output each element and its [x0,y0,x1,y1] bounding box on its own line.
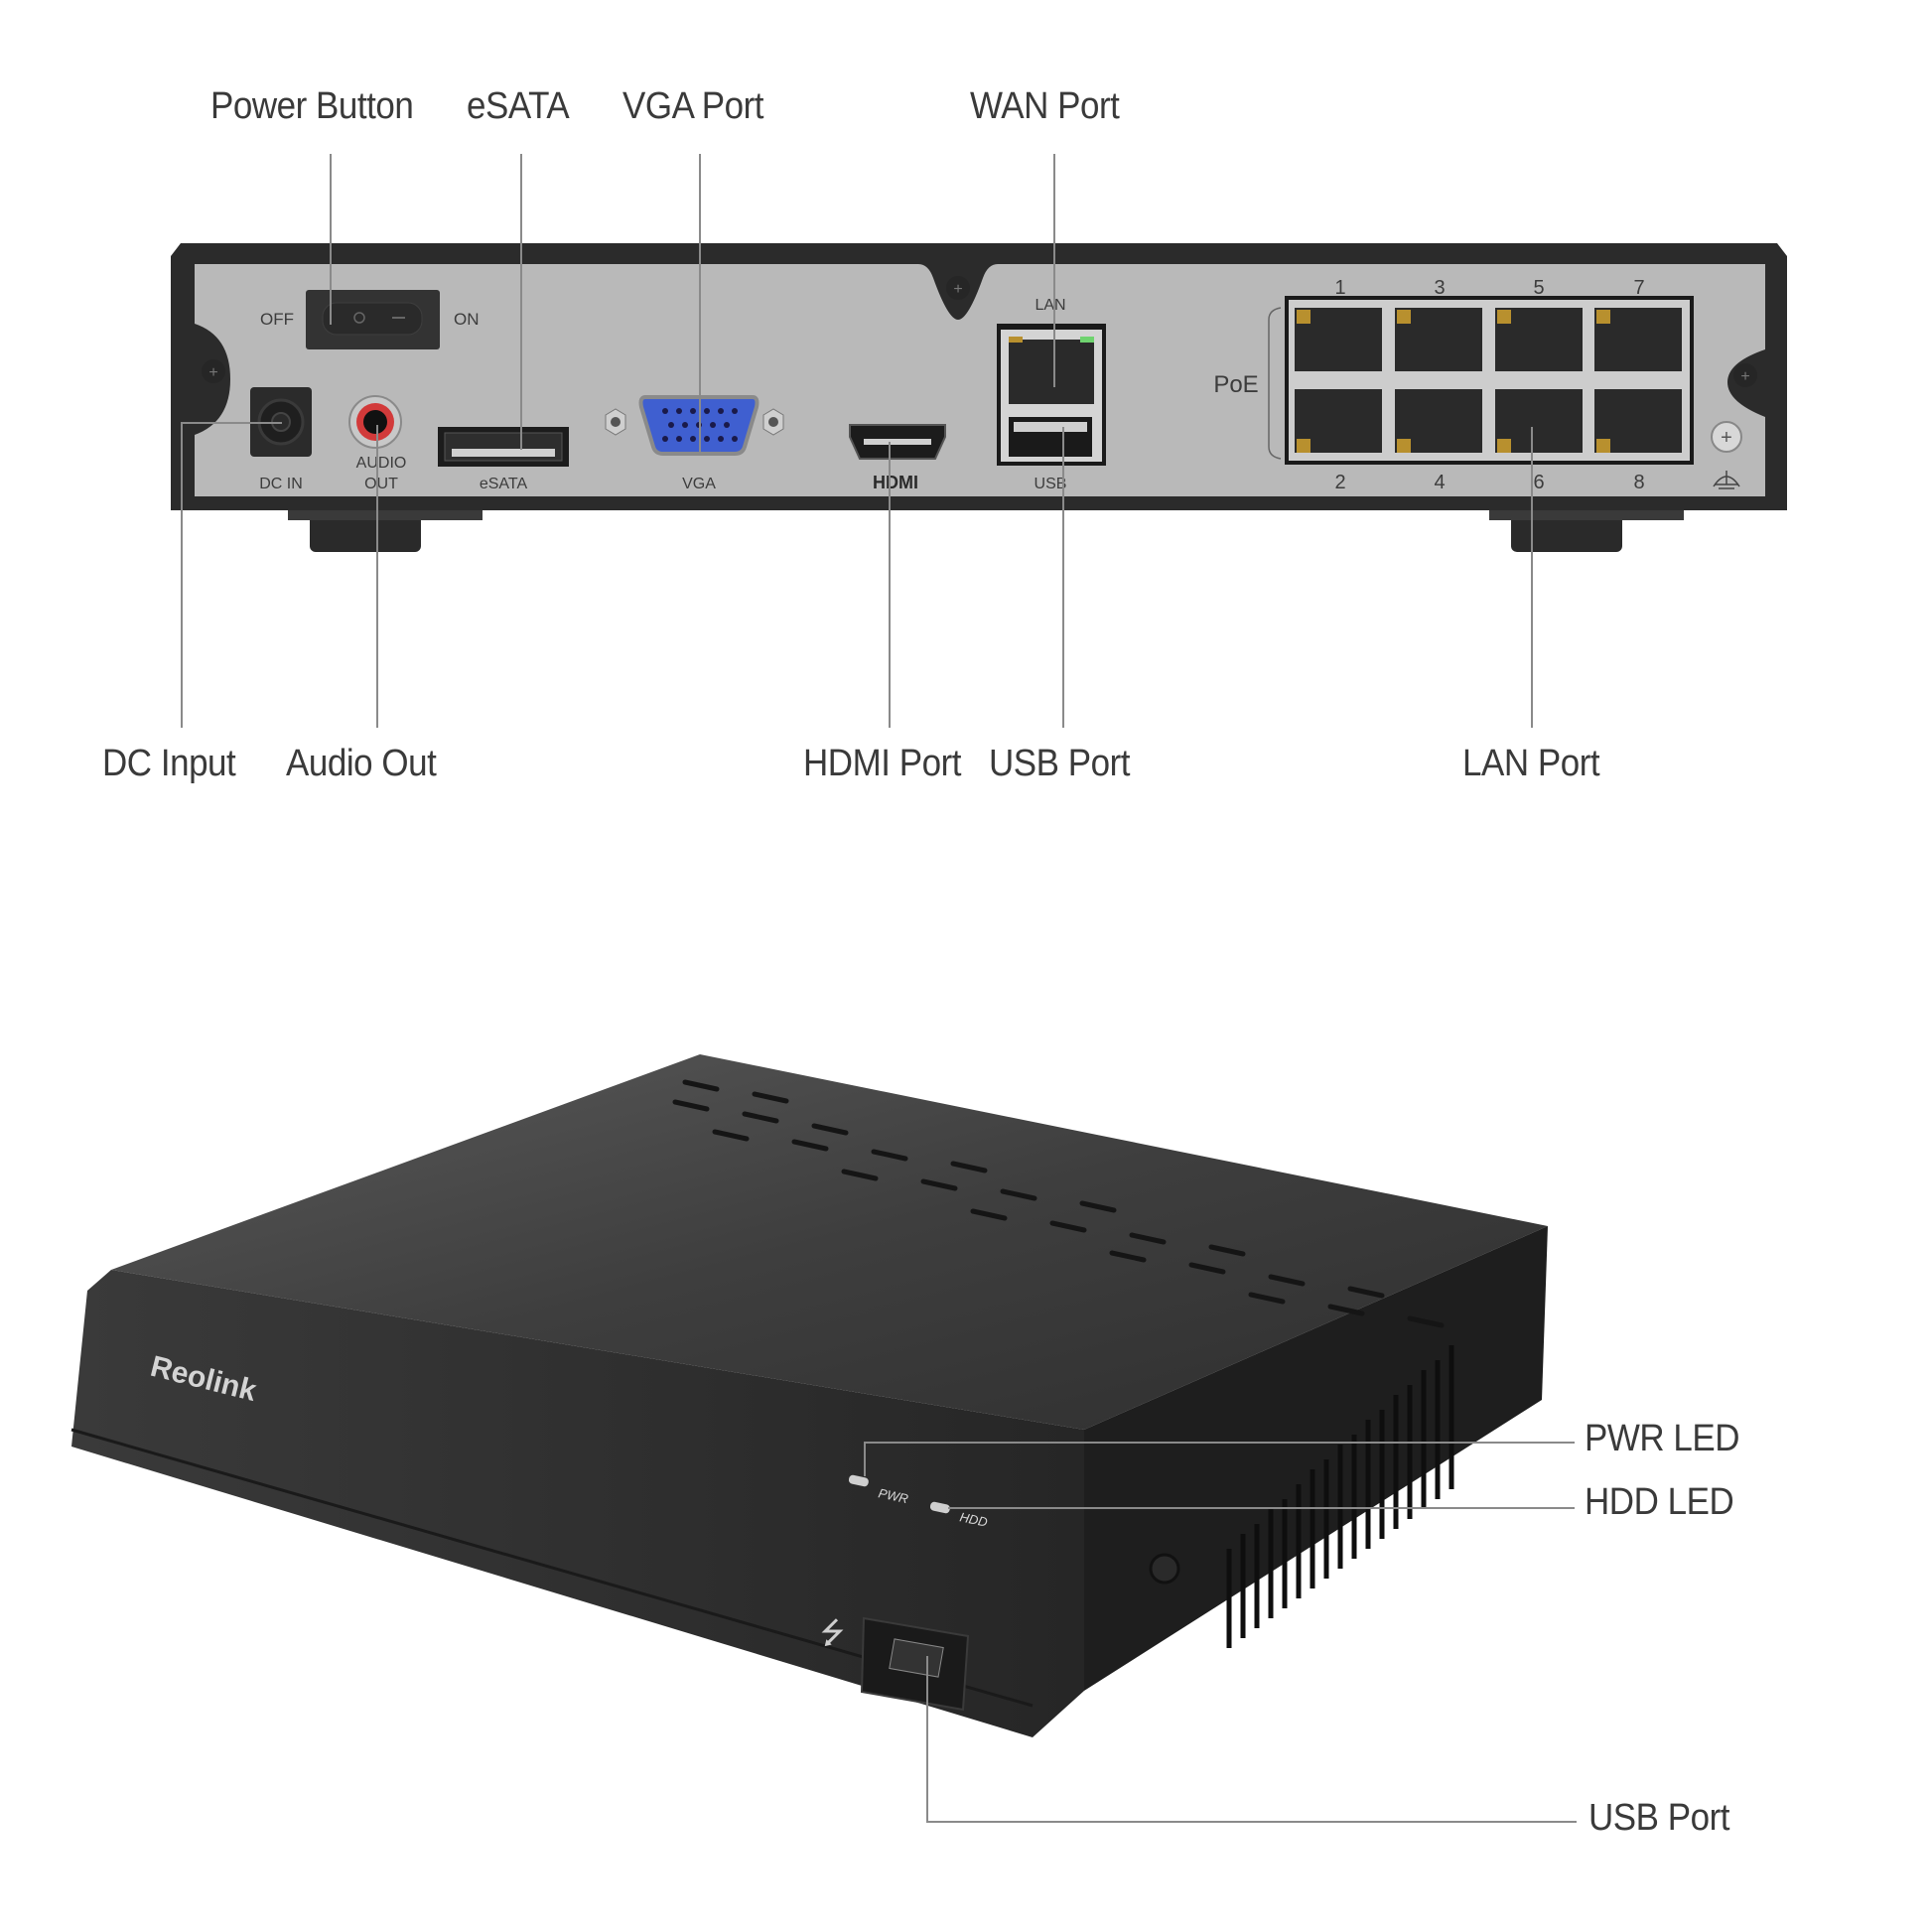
wan-led-green [1080,337,1094,343]
svg-text:+: + [953,281,962,298]
hdd-led-label: HDD [958,1509,989,1530]
wan-led-amber [1009,337,1023,343]
ground-icon [1713,471,1740,489]
dc-input-leader [181,422,183,728]
callout-hdd-led: HDD LED [1585,1481,1734,1523]
vga-leader [699,154,701,452]
screw-icon [946,276,970,300]
power-button-leader [330,154,332,325]
poe-num-7: 7 [1633,277,1644,299]
ground-screw [1711,421,1742,453]
lan-label: LAN [1035,297,1065,314]
callout-vga-port: VGA Port [622,85,764,127]
device-side [1084,1226,1548,1691]
hdmi-leader [889,442,891,728]
vga-label: VGA [682,476,716,492]
poe-num-3: 3 [1434,277,1445,299]
callout-power-button: Power Button [210,85,414,127]
hdd-led [929,1501,950,1514]
screw-icon [1733,363,1757,387]
callout-wan-port: WAN Port [970,85,1120,127]
side-screw [1149,1553,1180,1585]
usb-label: USB [1035,476,1067,492]
svg-text:+: + [208,364,217,381]
poe-label: PoE [1213,371,1258,398]
callout-hdmi-port: HDMI Port [803,743,962,784]
callout-dc-input: DC Input [102,743,236,784]
switch-on-label: ON [454,310,480,329]
svg-text:+: + [1721,427,1732,449]
device-front [71,1270,1084,1737]
hdmi-label: HDMI [873,473,918,492]
poe-num-6: 6 [1533,472,1544,493]
callout-esata: eSATA [467,85,570,127]
poe-num-2: 2 [1334,472,1345,493]
poe-num-5: 5 [1533,277,1544,299]
wan-port[interactable] [1009,340,1094,404]
esata-leader [520,154,522,450]
wan-leader [1053,154,1055,387]
audio-label-line1: AUDIO [356,455,407,472]
lan-leader [1531,427,1533,728]
callout-lan-port: LAN Port [1462,743,1600,784]
svg-text:+: + [1740,368,1749,385]
pwr-led [848,1474,869,1487]
screw-icon [202,359,225,383]
poe-num-8: 8 [1633,472,1644,493]
audio-out-leader [376,425,378,728]
pwr-led-leader [864,1442,1575,1444]
switch-off-label: OFF [260,310,294,329]
dc-input-leader-h [181,422,282,424]
usb-leader [1062,427,1064,728]
poe-num-4: 4 [1434,472,1445,493]
audio-label-line2: OUT [364,476,398,492]
usb-icon: ⭍ [820,1617,845,1650]
hdd-led-leader [948,1507,1575,1509]
dc-in-label: DC IN [259,476,303,492]
callout-usb-port-rear: USB Port [989,743,1131,784]
pwr-led-leader-v [864,1442,866,1476]
front-usb-leader [926,1821,1577,1823]
poe-num-1: 1 [1334,277,1345,299]
callout-usb-port-front: USB Port [1588,1797,1730,1839]
front-usb-leader-v [926,1656,928,1821]
callout-audio-out: Audio Out [286,743,437,784]
pwr-led-label: PWR [877,1485,909,1506]
esata-label: eSATA [480,476,528,492]
device-top [111,1054,1548,1430]
callout-pwr-led: PWR LED [1585,1418,1740,1459]
